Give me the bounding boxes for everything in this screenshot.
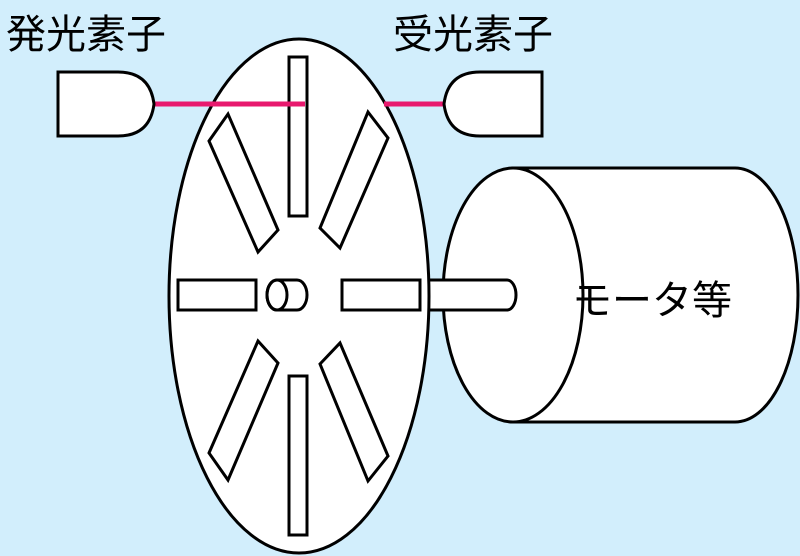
emitter-element [56,70,156,138]
receiver-element [442,70,544,138]
disc-slit [207,110,280,255]
disc-slit [176,278,258,312]
motor-body [511,166,800,424]
disc-slit [287,374,309,537]
receiver-label: 受光素子 [393,12,553,58]
disc-slit [318,340,390,484]
disc-slit [318,109,390,251]
motor-shaft [403,278,518,312]
motor-label: モータ等 [572,278,732,324]
disc-slit [340,278,422,312]
emitter-label: 発光素子 [6,12,166,58]
motor [403,166,800,424]
disc-hub-end [265,278,289,312]
disc-slit [287,55,309,218]
disc-slit [207,338,280,484]
encoder-disc [167,37,431,555]
